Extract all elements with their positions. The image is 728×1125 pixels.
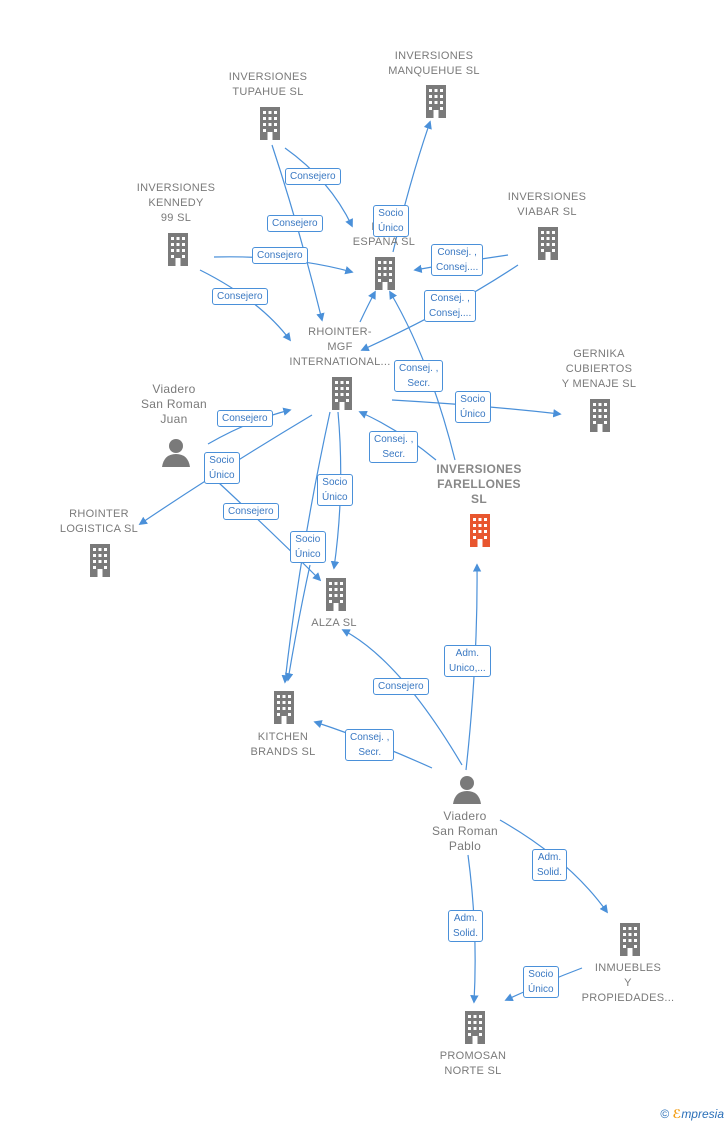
brand-name: mpresia [681,1107,724,1121]
node-label-juan[interactable]: Viadero San Roman Juan [140,382,208,426]
edge-label-consej-secr: Consej. , Secr. [369,431,419,463]
edge-alza-kitchen [284,564,311,682]
brand-initial: ℰ [672,1107,682,1121]
edge-label-socio-unico: Socio Único [373,205,409,237]
node-label-manquehue[interactable]: INVERSIONES MANQUEHUE SL [388,50,480,77]
building-icon [274,691,294,724]
node-label-tupahue[interactable]: INVERSIONES TUPAHUE SL [228,71,308,98]
building-icon [260,107,280,140]
building-icon [470,514,490,547]
person-icon [453,776,481,804]
building-icon [426,85,446,118]
copyright-symbol: © [660,1107,670,1121]
node-label-alza[interactable]: ALZA SL [311,617,357,629]
edge-label-consej-secr: Consej. , Secr. [345,729,395,761]
edge-label-adm-unico: Adm. Unico,... [444,645,491,677]
person-icon [162,439,190,467]
edge-label-consejero: Consejero [252,247,308,264]
edge-label-consejero: Consejero [267,215,323,232]
building-icon [90,544,110,577]
edge-label-adm-solid: Adm. Solid. [448,910,484,942]
edge-label-socio-unico: Socio Único [290,531,326,563]
building-icon [332,377,352,410]
empresia-logo[interactable]: © ℰmpresia [660,1107,724,1121]
node-label-mgf[interactable]: RHOINTER- MGF INTERNATIONAL... [289,326,391,368]
node-label-logistica[interactable]: RHOINTER LOGISTICA SL [59,508,139,535]
edge-label-consej-secr: Consej. , Secr. [394,360,444,392]
node-label-kitchen[interactable]: KITCHEN BRANDS SL [250,731,316,758]
building-icon [590,399,610,432]
node-label-kennedy[interactable]: INVERSIONES KENNEDY 99 SL [136,182,216,224]
building-icon [375,257,395,290]
edge-label-consejero: Consejero [223,503,279,520]
edge-label-consejero: Consejero [285,168,341,185]
node-label-promosan[interactable]: PROMOSAN NORTE SL [439,1050,507,1077]
building-icon [538,227,558,260]
edge-label-socio-unico: Socio Único [455,391,491,423]
node-label-gernika[interactable]: GERNIKA CUBIERTOS Y MENAJE SL [561,348,637,390]
edge-label-consejero: Consejero [217,410,273,427]
building-icon [620,923,640,956]
building-icon [465,1011,485,1044]
edge-label-socio-unico: Socio Único [317,474,353,506]
edge-label-consej: Consej. , Consej.... [431,244,484,276]
edge-label-socio-unico: Socio Único [204,452,240,484]
edge-label-consejero: Consejero [373,678,429,695]
building-icon [168,233,188,266]
building-icon [326,578,346,611]
edge-mgf-espana [359,290,376,323]
edge-juan-alza [204,469,322,582]
node-label-pablo[interactable]: Viadero San Roman Pablo [431,809,499,853]
edge-label-consejero: Consejero [212,288,268,305]
node-label-inmuebles[interactable]: INMUEBLES Y PROPIEDADES... [581,962,675,1004]
node-label-farellones[interactable]: INVERSIONES FARELLONES SL [436,462,522,506]
edge-kennedy-mgf [199,269,292,342]
edge-label-socio-unico: Socio Único [523,966,559,998]
node-label-viabar[interactable]: INVERSIONES VIABAR SL [507,191,587,218]
edge-label-adm-solid: Adm. Solid. [532,849,568,881]
edge-label-consej: Consej. , Consej.... [424,290,477,322]
